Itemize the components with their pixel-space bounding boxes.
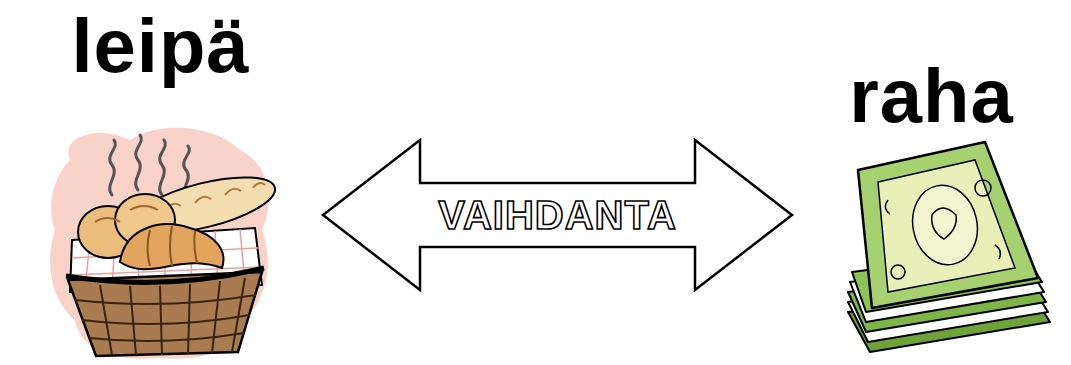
top-bill [858,142,1038,308]
money-illustration [848,142,1050,352]
croissant [148,230,151,266]
top-bill [905,179,984,271]
basket [160,286,162,355]
baguette [225,189,241,195]
baguette [165,183,265,210]
basket [212,281,220,353]
top-bill [858,142,1038,308]
croissant [194,231,197,263]
basket [89,333,244,341]
baguette [253,183,265,188]
steam [160,140,166,195]
basket [75,278,256,355]
croissant [120,224,223,269]
arrow-label: VAIHDANTA [438,195,677,235]
baguette [195,197,211,203]
steam [136,135,142,190]
basket [68,272,262,356]
exchange-arrow [323,140,792,290]
top-bill [878,160,1015,292]
bread-basket-illustration [50,128,280,359]
top-bill [891,265,905,279]
steam [110,140,116,195]
pink-halo [50,128,269,359]
basket [188,284,190,354]
bread-rolls [95,206,158,222]
basket [66,268,264,282]
item-title: leipä [4,8,317,84]
bread-item: leipä [4,2,317,362]
basket [232,278,245,352]
basket [66,268,264,356]
basket [130,286,136,355]
money-item: raha [796,40,1067,362]
croissant [120,224,223,269]
basket [100,285,112,355]
croissant [170,226,172,266]
top-bill [975,180,991,196]
item-title: raha [796,58,1067,134]
top-bill [932,208,957,239]
top-bill [885,200,1000,259]
croissant [148,226,198,266]
